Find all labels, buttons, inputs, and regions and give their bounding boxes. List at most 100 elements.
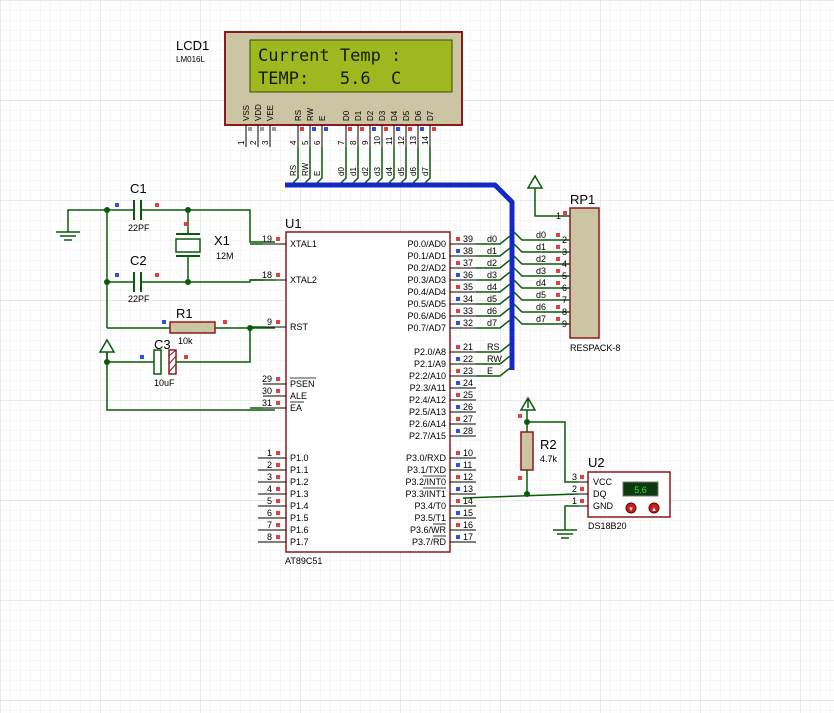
lcd-pins: VSS1VDD2VEE3RS4RW5E6D07D18D29D310D411D51… [237, 104, 436, 147]
mcu-right-pin-name: P3.7/RD [412, 537, 447, 547]
rp1-pin-number: 6 [562, 283, 567, 293]
mcu-right-pin-name: P0.3/AD3 [407, 275, 446, 285]
lcd-pin-name: D0 [342, 110, 351, 121]
mcu-right-pin-name: P2.2/A10 [409, 371, 446, 381]
rp1-bus-wire [513, 291, 570, 301]
rp1-body[interactable] [569, 207, 600, 339]
mcu-net-label: RS [487, 342, 500, 352]
r2-value: 4.7k [540, 454, 558, 464]
lcd-pin-marker [272, 127, 276, 131]
u2-up-button[interactable]: ▴ [648, 502, 660, 514]
rp1-pin-marker [556, 233, 560, 237]
oscillator-circuit [67, 209, 275, 411]
resistor-r2[interactable]: R2 4.7k [518, 396, 558, 494]
rp1-net-label: d4 [536, 278, 546, 288]
lcd-pin-name: RW [306, 107, 315, 121]
lcd-pin-name: D1 [354, 110, 363, 121]
rp1-pin-number: 5 [562, 271, 567, 281]
mcu-right-pin-number: 17 [463, 532, 473, 542]
mcu-left-pin-marker [276, 401, 280, 405]
mcu-left-pin-name: EA [290, 403, 302, 413]
lcd-pin-marker [360, 127, 364, 131]
mcu-right-pin-number: 21 [463, 342, 473, 352]
lcd-pin-name: D3 [378, 110, 387, 121]
capacitor-c1[interactable]: C1 22PF [115, 181, 159, 233]
mcu-bus-wire [476, 271, 511, 281]
lcd-model: LM016L [176, 55, 205, 64]
mcu-left-pin-name: P1.6 [290, 525, 309, 535]
c1-ref: C1 [130, 181, 147, 196]
lcd-pin-number: 6 [313, 140, 322, 145]
mcu-right-pin-number: 36 [463, 270, 473, 280]
mcu-right-pin-name: P2.5/A13 [409, 407, 446, 417]
rp1-bus-wire [513, 243, 570, 253]
mcu-left-pin-name: XTAL2 [290, 275, 317, 285]
x1-value: 12M [216, 251, 234, 261]
mcu-left-pin-marker [276, 273, 280, 277]
lcd-component[interactable]: LCD1 LM016L Current Temp : TEMP: 5.6 C V… [176, 31, 463, 147]
lcd-pin-marker [248, 127, 252, 131]
u2-pin-name: GND [593, 501, 614, 511]
rp1-pin-marker [556, 317, 560, 321]
mcu-left-pin-marker [276, 523, 280, 527]
mcu-left-pin-marker [276, 451, 280, 455]
mcu-right-pin-marker [456, 393, 460, 397]
mcu-left-pin-number: 2 [267, 460, 272, 470]
capacitor-c3[interactable]: C3 10uF [140, 337, 188, 388]
r2-ref: R2 [540, 437, 557, 452]
mcu-left-pin-marker [276, 377, 280, 381]
rp1-net-label: d5 [536, 290, 546, 300]
mcu-right-pin-name: P3.3/INT1 [405, 489, 446, 499]
lcd-line-1: Current Temp : [258, 46, 401, 66]
rp1-pin-number: 9 [562, 319, 567, 329]
mcu-right-pin-name: P2.6/A14 [409, 419, 446, 429]
mcu-body[interactable] [285, 231, 451, 553]
c2-ref: C2 [130, 253, 147, 268]
mcu-right-pin-number: 38 [463, 246, 473, 256]
u2-pin-name: DQ [593, 489, 607, 499]
rp1-pin-number: 2 [562, 235, 567, 245]
lcd-net-label: d3 [373, 167, 382, 176]
crystal-x1[interactable]: X1 12M [175, 222, 234, 261]
u2-pin-number: 1 [572, 496, 577, 506]
mcu-right-pin-number: 33 [463, 306, 473, 316]
lcd-pin-name: D6 [414, 110, 423, 121]
mcu-right-pin-marker [456, 309, 460, 313]
lcd-pin-name: E [318, 116, 327, 121]
mcu-right-pin-marker [456, 381, 460, 385]
mcu-right-pin-number: 26 [463, 402, 473, 412]
mcu-bus-wire [476, 247, 511, 257]
rp1-net-label: d0 [536, 230, 546, 240]
lcd-pin-marker [312, 127, 316, 131]
rp1-pin1-num: 1 [556, 211, 561, 221]
mcu-net-label: d1 [487, 246, 497, 256]
capacitor-c2[interactable]: C2 22PF [115, 253, 159, 304]
mcu-right-pin-number: 39 [463, 234, 473, 244]
lcd-ref: LCD1 [176, 38, 209, 53]
mcu-right-pin-marker [456, 417, 460, 421]
rp1-pin-marker [556, 305, 560, 309]
u2-pin-name: VCC [593, 477, 613, 487]
mcu-left-pin-number: 30 [262, 386, 272, 396]
mcu-right-pin-name: P0.1/AD1 [407, 251, 446, 261]
c3-ref: C3 [154, 337, 171, 352]
svg-text:▾: ▾ [629, 506, 633, 513]
mcu-bus-wire [476, 295, 511, 305]
mcu-bus-wire [476, 319, 511, 329]
u2-reading: 5.6 [634, 485, 647, 495]
lcd-pin-number: 11 [385, 136, 394, 145]
lcd-pin-marker [260, 127, 264, 131]
u2-down-button[interactable]: ▾ [625, 502, 637, 514]
lcd-pin-name: D4 [390, 110, 399, 121]
mcu-right-pin-marker [456, 369, 460, 373]
mcu-right-pin-marker [456, 261, 460, 265]
lcd-screen [249, 39, 453, 93]
lcd-pin-number: 3 [261, 140, 270, 145]
resistor-r1[interactable]: R1 10k [162, 306, 227, 346]
rp1-net-label: d7 [536, 314, 546, 324]
